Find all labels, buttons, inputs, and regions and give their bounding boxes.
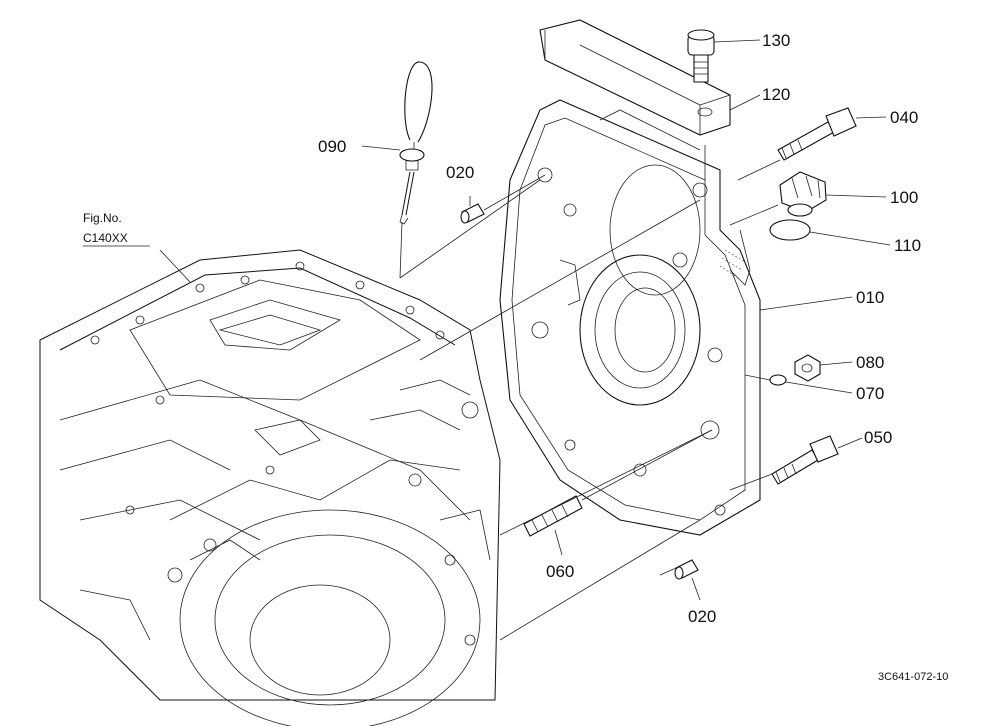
pin-020-upper bbox=[460, 203, 485, 224]
callout-010: 010 bbox=[856, 288, 884, 307]
callout-080: 080 bbox=[856, 353, 884, 372]
dipstick-090 bbox=[399, 61, 433, 225]
bracket-120 bbox=[539, 19, 731, 136]
callout-050: 050 bbox=[864, 428, 892, 447]
plug-130 bbox=[687, 29, 715, 83]
oil-plug-100 bbox=[779, 171, 827, 217]
callout-020-lower: 020 bbox=[688, 607, 716, 626]
transmission-case bbox=[39, 249, 501, 726]
callout-060: 060 bbox=[546, 562, 574, 581]
callout-labels: 130 120 040 090 020 100 110 010 080 070 … bbox=[318, 31, 921, 626]
drawing-code: 3C641-072-10 bbox=[878, 671, 948, 683]
callout-070: 070 bbox=[856, 384, 884, 403]
fig-no-code: C140XX bbox=[83, 231, 128, 245]
o-ring-110 bbox=[769, 219, 811, 241]
cover-plate-010 bbox=[499, 99, 761, 536]
stud-060 bbox=[523, 495, 583, 537]
callout-120: 120 bbox=[762, 85, 790, 104]
callout-090: 090 bbox=[318, 137, 346, 156]
callout-040: 040 bbox=[890, 108, 918, 127]
pin-020-lower bbox=[674, 559, 699, 580]
bolt-050 bbox=[771, 435, 839, 485]
callout-130: 130 bbox=[762, 31, 790, 50]
nut-080 bbox=[794, 354, 821, 382]
callout-020-upper: 020 bbox=[446, 163, 474, 182]
fig-no-label: Fig.No. bbox=[83, 211, 122, 225]
figure-reference: Fig.No. C140XX bbox=[83, 211, 150, 247]
callout-100: 100 bbox=[890, 188, 918, 207]
washer-070 bbox=[769, 374, 787, 386]
bolt-040 bbox=[777, 107, 857, 161]
leader-lines bbox=[159, 39, 891, 641]
callout-110: 110 bbox=[894, 236, 921, 255]
